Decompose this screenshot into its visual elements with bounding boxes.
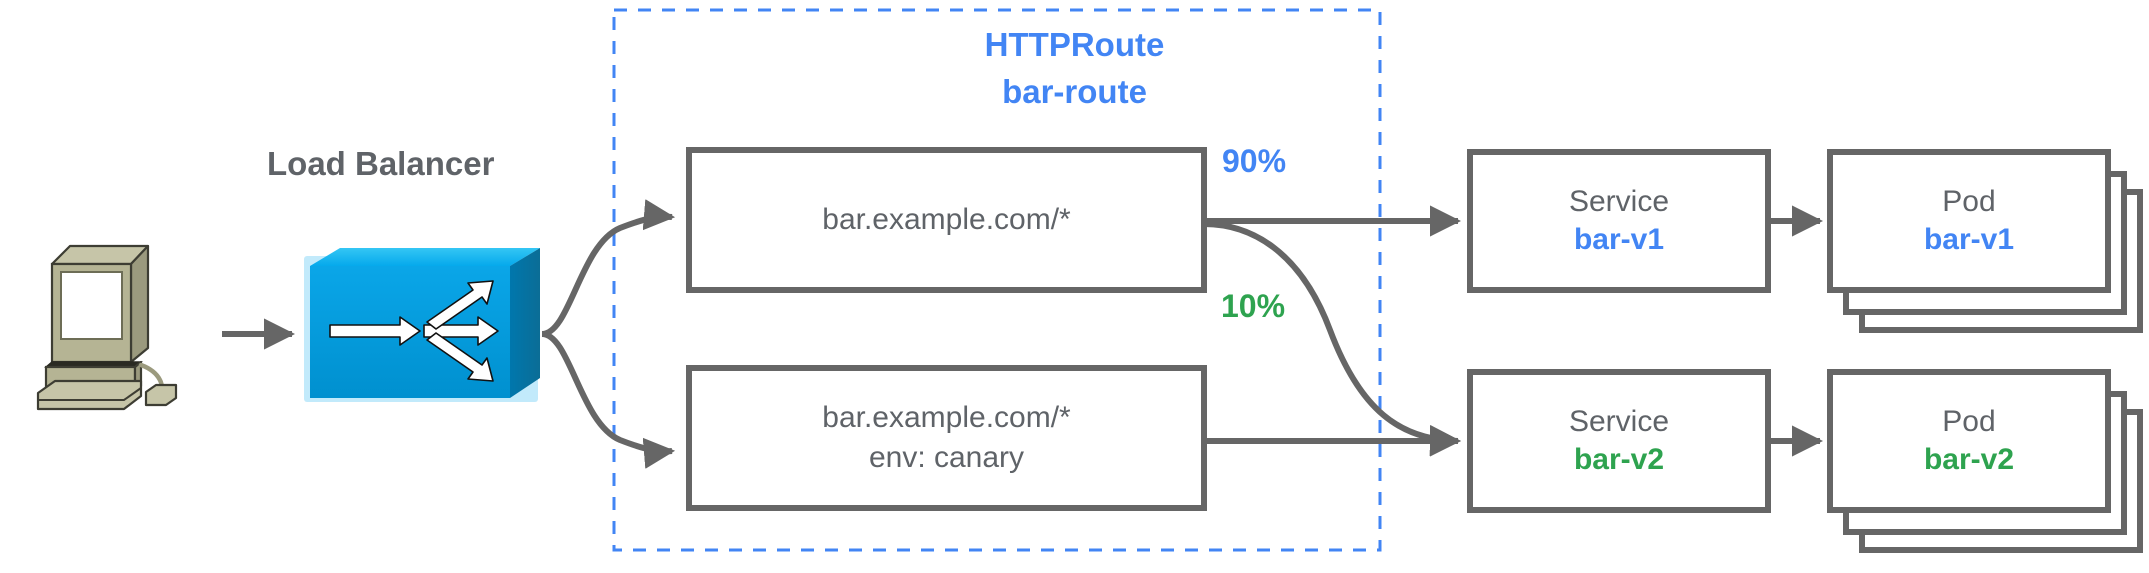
- edge-rule-primary-to-service-v2: [1203, 221, 1462, 457]
- pod-kind-bar-v2: Pod: [1942, 405, 1996, 438]
- pod-name-bar-v2: bar-v2: [1923, 443, 2015, 476]
- pod-stack-bar-v2[interactable]: [1827, 369, 2143, 553]
- route-rule-text-canary: bar.example.com/* env: canary: [689, 368, 1204, 508]
- route-rule-match-primary: bar.example.com/*: [822, 203, 1071, 236]
- service-kind-bar-v2: Service: [1568, 405, 1670, 438]
- service-name-bar-v2: bar-v2: [1573, 443, 1665, 476]
- service-box-bar-v1[interactable]: [1467, 149, 1771, 293]
- route-rule-text-primary: bar.example.com/*: [689, 150, 1204, 290]
- load-balancer-label: Load Balancer: [267, 145, 495, 182]
- desktop-computer-icon: [36, 244, 178, 411]
- pod-text-bar-v2: Pod bar-v2: [1830, 372, 2108, 510]
- weight-label-10: 10%: [1221, 288, 1286, 324]
- pod-name-bar-v1: bar-v1: [1923, 223, 2015, 256]
- service-text-bar-v1: Service bar-v1: [1470, 152, 1768, 290]
- pod-stack-bar-v1[interactable]: [1827, 149, 2143, 333]
- weight-label-90: 90%: [1222, 143, 1287, 179]
- route-rule-extra-canary: env: canary: [868, 441, 1025, 474]
- pod-text-bar-v1: Pod bar-v1: [1830, 152, 2108, 290]
- httproute-boundary: [612, 8, 1382, 552]
- service-box-bar-v2[interactable]: [1467, 369, 1771, 513]
- httproute-name-label: bar-route: [1002, 73, 1147, 110]
- httproute-kind-label: HTTPRoute: [984, 26, 1165, 63]
- edge-lb-to-rule-canary: [541, 331, 676, 469]
- service-name-bar-v1: bar-v1: [1573, 223, 1665, 256]
- route-rule-box-canary[interactable]: [686, 365, 1207, 511]
- load-balancer-icon: [304, 248, 540, 402]
- edge-lb-to-rule-primary: [541, 199, 676, 337]
- service-text-bar-v2: Service bar-v2: [1470, 372, 1768, 510]
- pod-kind-bar-v1: Pod: [1942, 185, 1996, 218]
- service-kind-bar-v1: Service: [1568, 185, 1670, 218]
- route-rule-match-canary: bar.example.com/*: [822, 401, 1071, 434]
